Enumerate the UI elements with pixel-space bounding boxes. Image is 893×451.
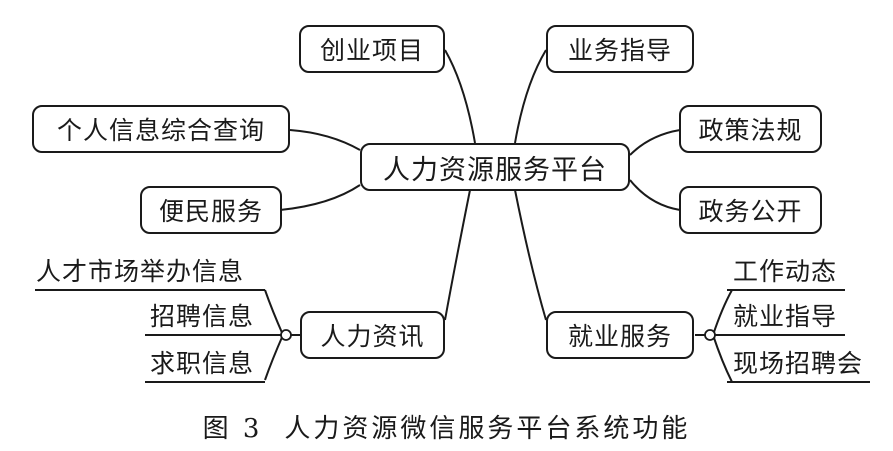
node-convenience-services: 便民服务 [140,186,282,234]
node-employment-services: 就业服务 [546,311,694,359]
center-node: 人力资源服务平台 [360,143,630,191]
connector-employment-child-1 [712,289,733,336]
figure-caption: 图 3 人力资源微信服务平台系统功能 [0,408,893,445]
employment-child-work-updates: 工作动态 [733,257,838,286]
employment-child-employment-guidance: 就业指导 [733,302,838,331]
node-personal-info-query: 个人信息综合查询 [32,105,290,153]
node-business-guidance: 业务指导 [546,25,694,73]
node-policies-regulations: 政策法规 [679,105,822,153]
talent-child-talent-market-info: 人才市场举办信息 [36,257,245,286]
connector-government-affairs [629,179,681,211]
figure-number: 图 3 [202,414,263,444]
connector-convenience-services [279,184,361,211]
talent-child-job-seeking-info: 求职信息 [150,349,255,378]
node-talent-info: 人力资讯 [300,311,445,359]
talent-branch-junction [280,329,292,341]
node-government-affairs: 政务公开 [679,186,822,234]
connector-business-guidance [514,49,547,144]
employment-branch-junction [704,329,716,341]
connector-startup-projects [444,49,476,144]
connector-talent-child-1 [264,289,284,336]
connector-talent-child-3 [264,334,284,381]
talent-child-recruitment-info: 招聘信息 [150,302,255,331]
connector-personal-info-query [289,129,361,151]
connector-employment-services [514,189,547,321]
node-startup-projects: 创业项目 [299,25,445,73]
connector-talent-info [444,189,471,321]
connector-policies-regulations [629,129,681,156]
employment-child-job-fair: 现场招聘会 [733,349,864,378]
connector-employment-child-3 [712,334,733,383]
figure-title: 人力资源微信服务平台系统功能 [284,414,691,444]
